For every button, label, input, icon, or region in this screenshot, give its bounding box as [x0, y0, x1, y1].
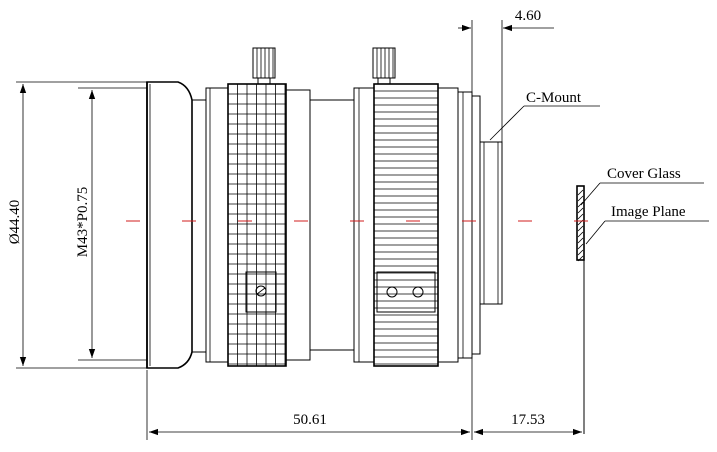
dimension-outer-diameter: Ø44.40 — [7, 81, 147, 369]
dimension-body-length: 50.61 — [146, 358, 473, 440]
leader-cover-glass: Cover Glass — [580, 166, 704, 206]
sensor-assembly — [576, 185, 585, 434]
thread-label: M43*P0.75 — [75, 187, 91, 257]
rear-barrel — [437, 87, 473, 363]
leader-image-plane: Image Plane — [585, 204, 709, 245]
c-mount-label: C-Mount — [526, 90, 582, 106]
dimension-thread: M43*P0.75 — [75, 87, 147, 361]
focus-ring-knurl — [228, 84, 286, 366]
iris-ring-knurl — [374, 90, 438, 365]
leader-c-mount: C-Mount — [489, 90, 600, 141]
back-focal-label: 17.53 — [511, 412, 545, 428]
outer-diameter-label: Ø44.40 — [7, 200, 23, 245]
focus-ring — [227, 47, 287, 367]
iris-lock-screw — [372, 47, 396, 85]
iris-ring — [372, 47, 439, 367]
c-mount-flange — [471, 95, 503, 355]
dimension-flange-depth: 4.60 — [458, 8, 554, 142]
body-section-1 — [191, 87, 229, 363]
cover-glass-label: Cover Glass — [607, 166, 681, 182]
dimension-back-focal: 17.53 — [474, 412, 582, 436]
front-hood — [146, 81, 193, 369]
lens-body — [146, 47, 503, 369]
body-length-label: 50.61 — [293, 412, 327, 428]
image-plane-label: Image Plane — [611, 204, 686, 220]
flange-depth-label: 4.60 — [515, 8, 541, 24]
cover-glass-hatch — [577, 189, 584, 262]
focus-lock-screw — [252, 47, 276, 85]
body-section-2 — [285, 87, 375, 363]
